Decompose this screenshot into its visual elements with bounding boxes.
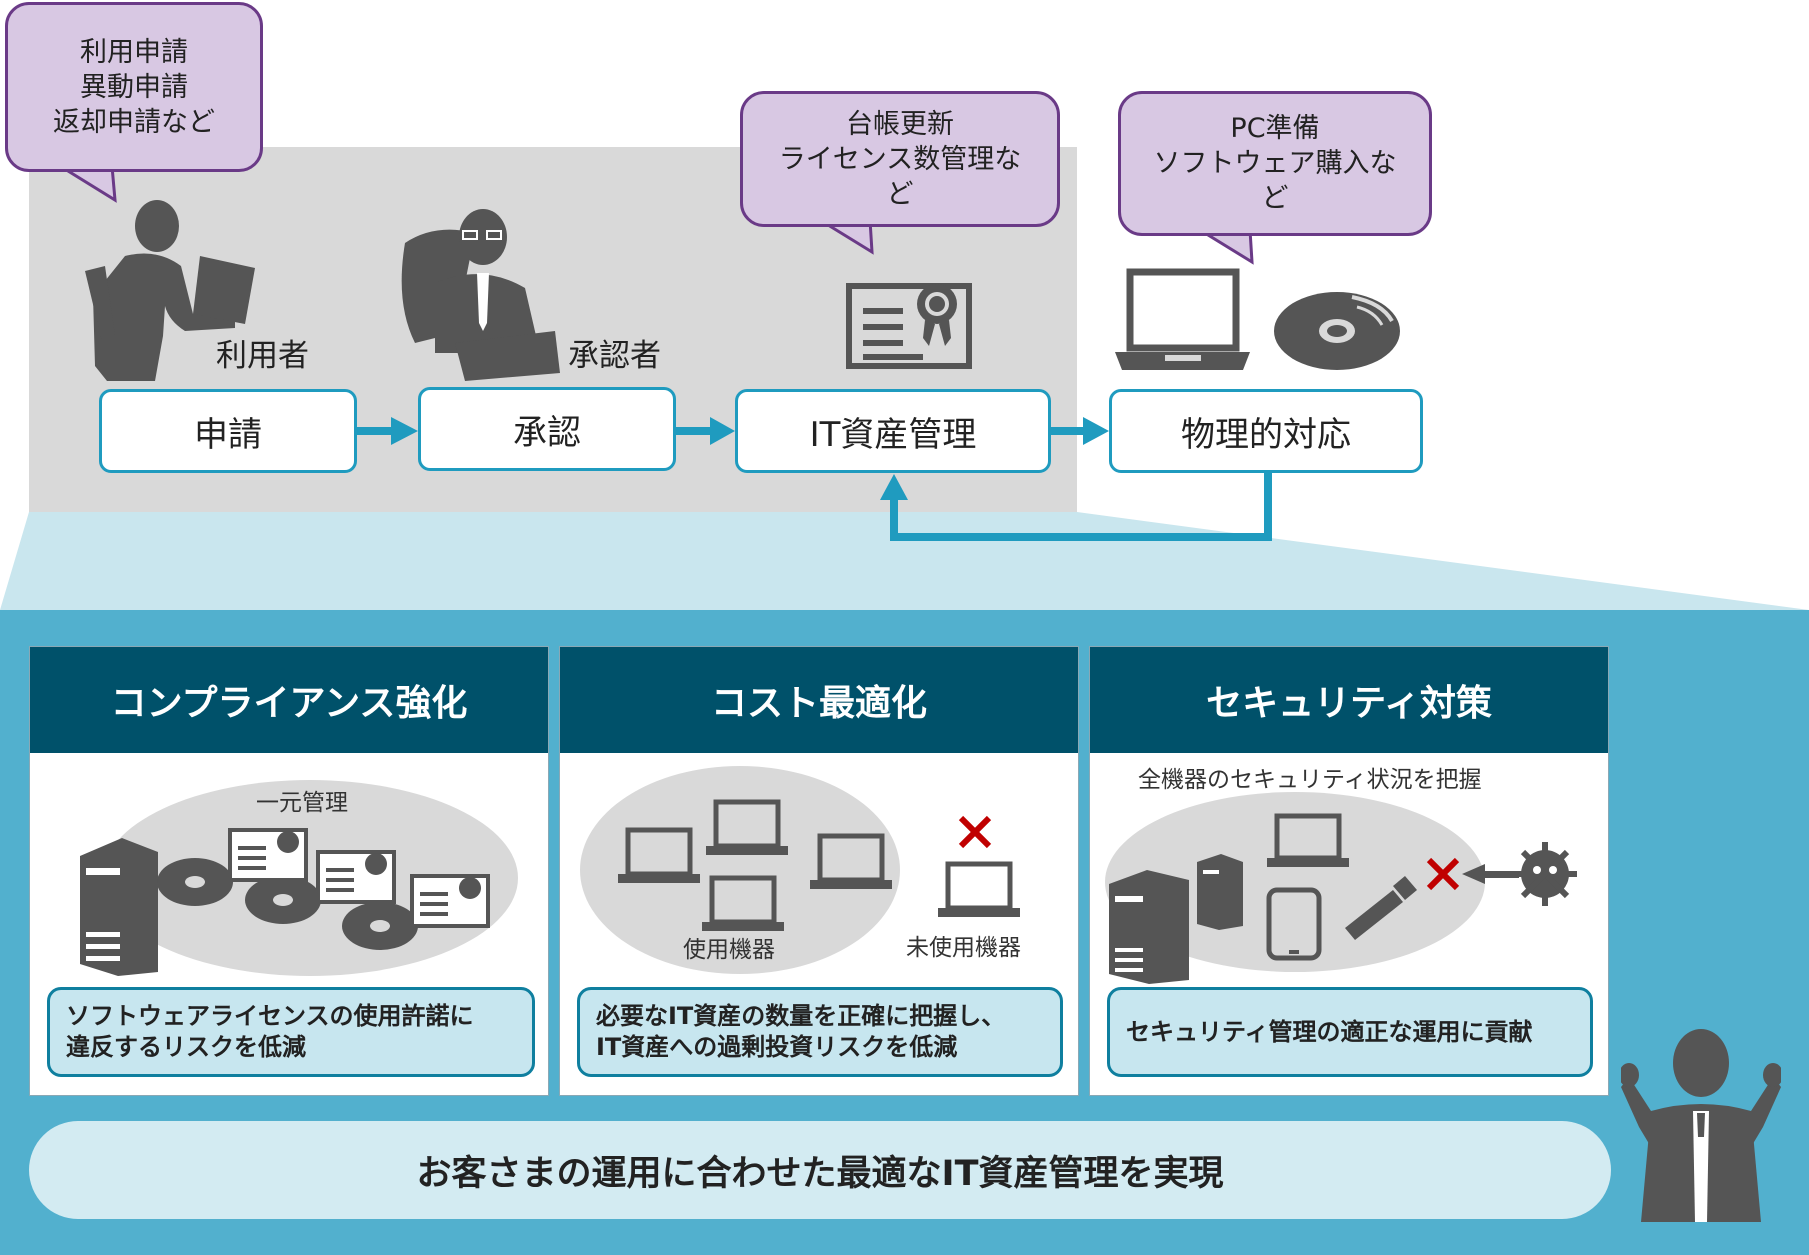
- panel-compliance-title: コンプライアンス強化: [30, 647, 548, 753]
- role-user-label: 利用者: [216, 338, 309, 374]
- cost-illustration: [580, 766, 1020, 974]
- cd-icon: [1274, 292, 1400, 370]
- bubble-physical-tasks: PC準備 ソフトウェア購入な ど: [1118, 91, 1432, 236]
- security-status-label: 全機器のセキュリティ状況を把握: [1138, 767, 1482, 793]
- laptop-icon: [1267, 813, 1349, 867]
- server-icon: [80, 838, 158, 976]
- cross-icon: [1426, 857, 1460, 891]
- unused-devices-label: 未使用機器: [906, 935, 1021, 961]
- role-approver-label: 承認者: [568, 338, 661, 374]
- approver-person-icon: [401, 209, 560, 381]
- tablet-icon: [1266, 887, 1322, 961]
- bubble-admin-tasks: 台帳更新 ライセンス数管理な ど: [740, 91, 1060, 227]
- server-icon: [1109, 854, 1243, 984]
- centralized-management-label: 一元管理: [256, 790, 348, 816]
- flow-arrows: [357, 417, 1272, 541]
- used-devices-label: 使用機器: [683, 937, 775, 963]
- step-apply: 申請: [99, 389, 357, 473]
- user-person-icon: [85, 200, 255, 381]
- panel-security-note: セキュリティ管理の適正な運用に貢献: [1107, 987, 1593, 1077]
- cross-icon: [958, 815, 992, 849]
- step-physical-response: 物理的対応: [1109, 389, 1423, 473]
- bubble-user-tasks: 利用申請 異動申請 返却申請など: [5, 2, 263, 172]
- panel-security-title: セキュリティ対策: [1090, 647, 1608, 753]
- security-illustration: [1105, 792, 1577, 984]
- panel-compliance-note: ソフトウェアライセンスの使用許諾に 違反するリスクを低減: [47, 987, 535, 1077]
- laptop-icon: [1115, 268, 1250, 370]
- certificate-icon: [846, 283, 972, 369]
- panel-cost-note: 必要なIT資産の数量を正確に把握し、 IT資産への過剰投資リスクを低減: [577, 987, 1063, 1077]
- step-it-asset-management: IT資産管理: [735, 389, 1051, 473]
- virus-icon: [1462, 842, 1577, 906]
- businessman-icon: [1621, 1029, 1781, 1222]
- panel-cost-title: コスト最適化: [560, 647, 1078, 753]
- step-approve: 承認: [418, 387, 676, 471]
- goal-banner: お客さまの運用に合わせた最適なIT資産管理を実現: [29, 1121, 1611, 1219]
- usb-icon: [1345, 876, 1417, 940]
- compliance-illustration: [80, 780, 518, 976]
